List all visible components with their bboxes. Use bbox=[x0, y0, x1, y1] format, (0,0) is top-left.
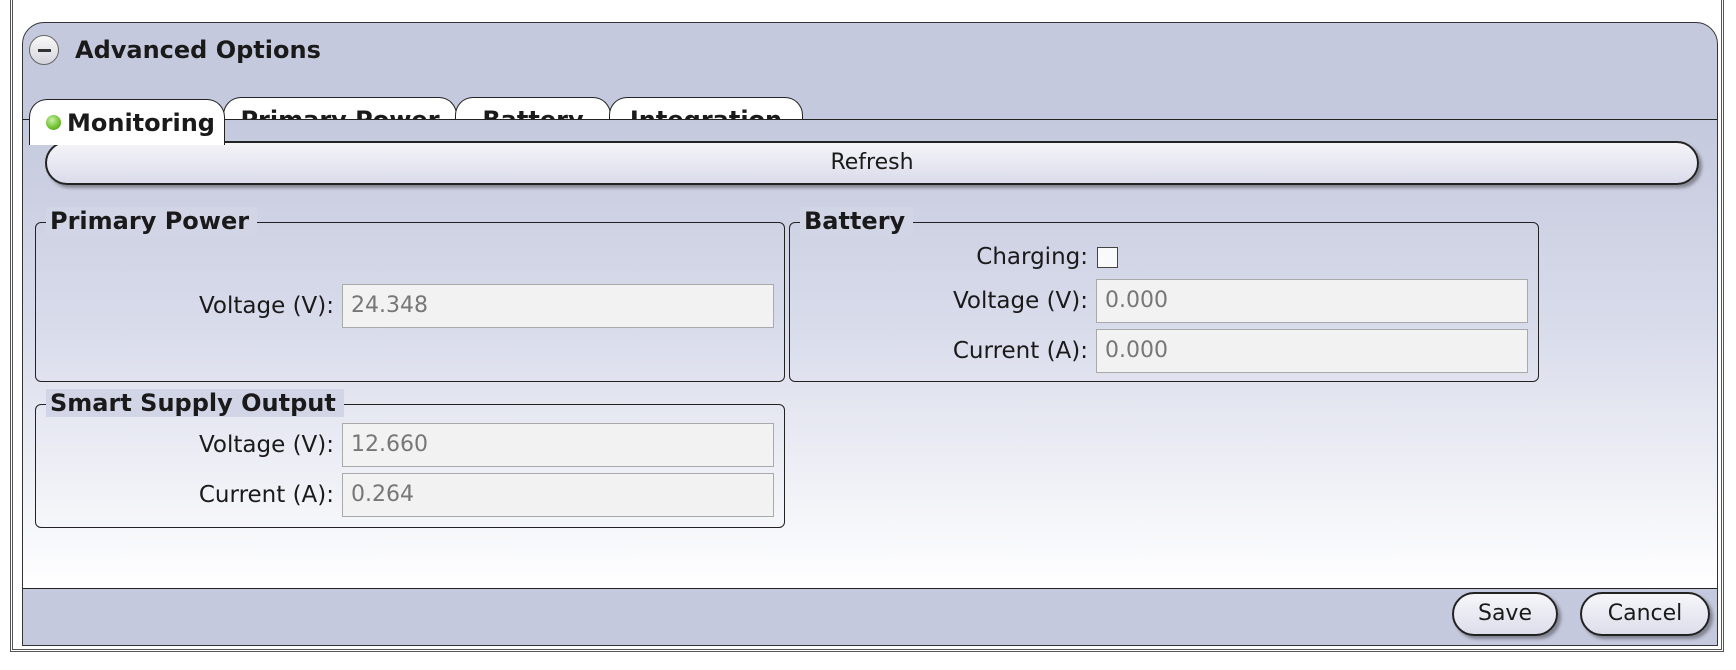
cancel-button[interactable]: Cancel bbox=[1580, 592, 1710, 636]
group-title: Battery bbox=[800, 207, 914, 235]
smart-supply-output-group: Smart Supply Output Voltage (V): 12.660 … bbox=[35, 389, 785, 528]
tab-label: Monitoring bbox=[67, 108, 215, 137]
tab-monitoring[interactable]: Monitoring bbox=[29, 99, 225, 145]
charging-checkbox[interactable] bbox=[1097, 247, 1118, 268]
status-indicator-icon bbox=[46, 115, 61, 130]
primary-power-group: Primary Power Voltage (V): 24.348 bbox=[35, 207, 785, 382]
monitoring-tab-content: Refresh Primary Power Voltage (V): 24.34… bbox=[23, 119, 1717, 589]
refresh-button[interactable]: Refresh bbox=[45, 141, 1699, 185]
smart-supply-current-row: Current (A): 0.264 bbox=[36, 473, 784, 517]
voltage-label: Voltage (V): bbox=[952, 288, 1088, 314]
current-label: Current (A): bbox=[952, 338, 1088, 364]
voltage-label: Voltage (V): bbox=[198, 432, 334, 458]
group-title: Smart Supply Output bbox=[46, 389, 344, 417]
primary-power-voltage-field[interactable]: 24.348 bbox=[342, 284, 774, 328]
battery-current-field[interactable]: 0.000 bbox=[1096, 329, 1528, 373]
group-title: Primary Power bbox=[46, 207, 258, 235]
primary-power-voltage-row: Voltage (V): 24.348 bbox=[36, 284, 784, 328]
smart-supply-voltage-row: Voltage (V): 12.660 bbox=[36, 423, 784, 467]
collapse-icon[interactable] bbox=[29, 35, 59, 65]
battery-group: Battery Charging: Voltage (V): 0.000 Cur… bbox=[789, 207, 1539, 382]
current-label: Current (A): bbox=[198, 482, 334, 508]
panel-title: Advanced Options bbox=[75, 36, 321, 64]
battery-voltage-field[interactable]: 0.000 bbox=[1096, 279, 1528, 323]
window-frame bbox=[10, 0, 1724, 652]
battery-charging-row: Charging: bbox=[790, 235, 1538, 279]
advanced-options-panel: Advanced Options Monitoring Primary Powe… bbox=[22, 22, 1718, 646]
charging-label: Charging: bbox=[976, 244, 1088, 270]
smart-supply-current-field[interactable]: 0.264 bbox=[342, 473, 774, 517]
smart-supply-voltage-field[interactable]: 12.660 bbox=[342, 423, 774, 467]
battery-voltage-row: Voltage (V): 0.000 bbox=[790, 279, 1538, 323]
save-button[interactable]: Save bbox=[1452, 592, 1558, 636]
battery-current-row: Current (A): 0.000 bbox=[790, 329, 1538, 373]
voltage-label: Voltage (V): bbox=[198, 293, 334, 319]
